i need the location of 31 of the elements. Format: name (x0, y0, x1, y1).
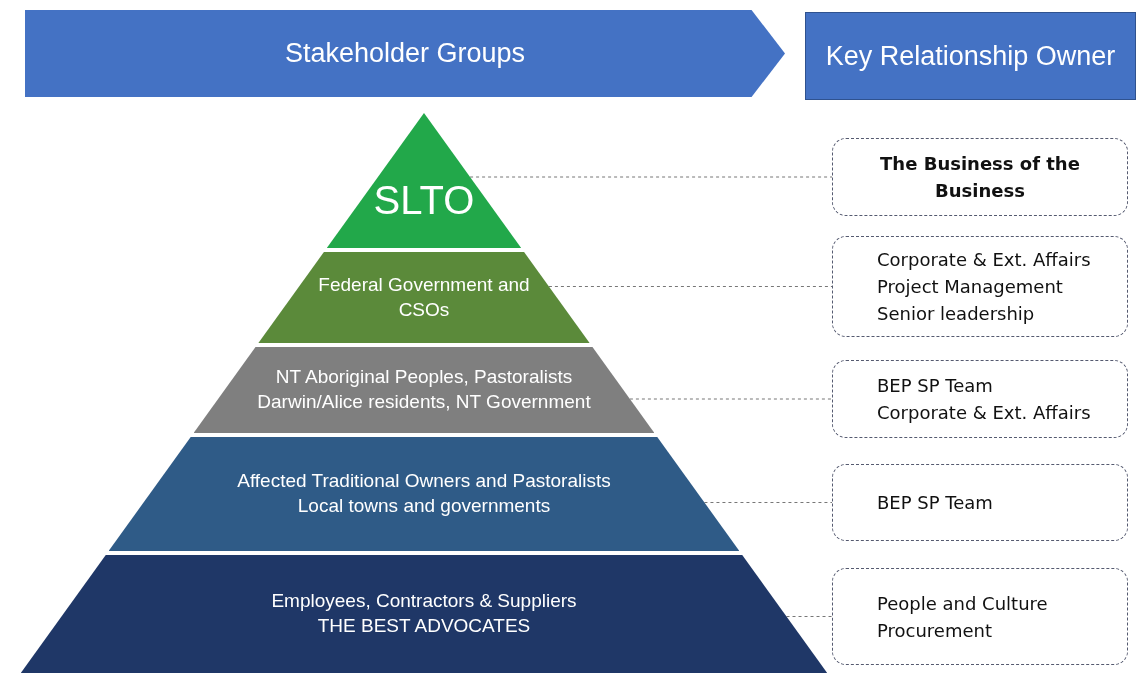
owner-label: People and Culture (877, 591, 1048, 616)
tier-label: Federal Government and CSOs (317, 272, 531, 322)
owner-label: Corporate & Ext. Affairs (877, 248, 1091, 272)
owner-label: BEP SP Team (877, 491, 993, 515)
owner-box (832, 138, 1128, 216)
banner-title: Stakeholder Groups (284, 38, 526, 69)
owner-label: Senior leadership (877, 302, 1035, 326)
tier-label: Affected Traditional Owners and Pastoralists (237, 469, 611, 494)
owner-box (832, 568, 1128, 665)
owner-label: Corporate & Ext. Affairs (877, 401, 1091, 425)
tier-label: Local towns and governments (297, 494, 551, 518)
owner-label: Procurement (877, 618, 992, 643)
owner-label: Project Management (877, 275, 1063, 299)
leader-line (786, 616, 833, 617)
chevron-banner (25, 10, 785, 97)
header-banner (805, 12, 1136, 100)
owner-box (832, 464, 1128, 541)
tier-label: THE BEST ADVOCATES (317, 614, 531, 638)
owner-box (832, 236, 1128, 337)
leader-line (548, 286, 833, 287)
owner-label: The Business of the Business (880, 152, 1080, 203)
tier-label: NT Aboriginal Peoples, Pastoralists (275, 365, 573, 390)
tier-label: SLTO (373, 176, 475, 224)
leader-line (703, 502, 833, 503)
leader-line (629, 398, 833, 400)
leader-line (469, 176, 833, 178)
owner-box (832, 360, 1128, 438)
banner-title: Key Relationship Owner (825, 40, 1116, 72)
tier-label: Employees, Contractors & Suppliers (271, 589, 577, 614)
owner-label: BEP SP Team (877, 374, 993, 398)
tier-label: Darwin/Alice residents, NT Government (257, 390, 591, 414)
